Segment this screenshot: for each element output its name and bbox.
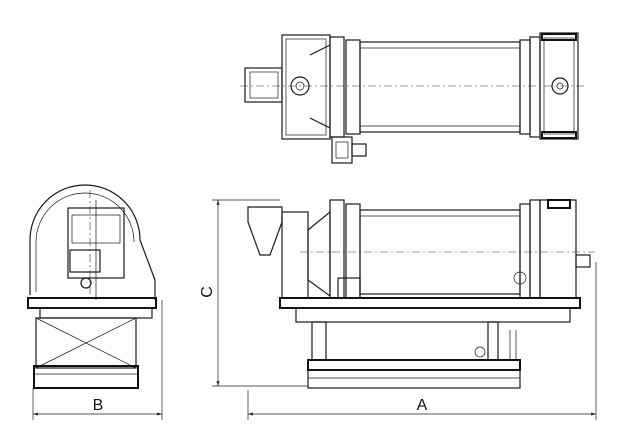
dimension-a: A [247, 262, 597, 420]
end-view [27, 184, 157, 389]
dimension-c: C [199, 199, 308, 387]
dimension-label-b: B [93, 397, 104, 414]
top-view [240, 32, 585, 164]
dimension-b: B [32, 300, 163, 420]
dimension-label-c: C [199, 286, 216, 298]
side-view [247, 199, 595, 389]
dimension-label-a: A [417, 397, 428, 414]
